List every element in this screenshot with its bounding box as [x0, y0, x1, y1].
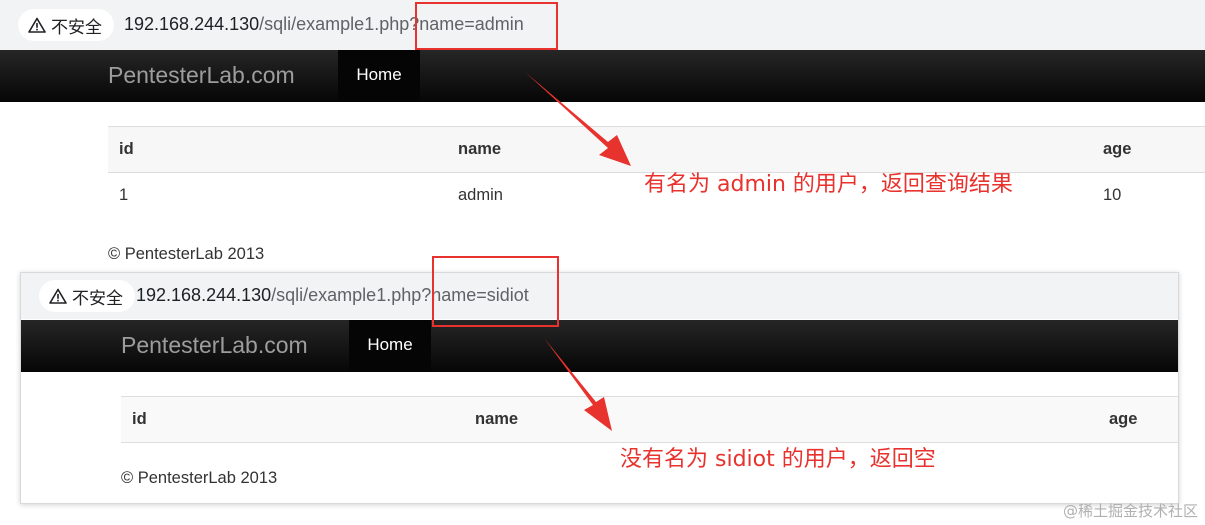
- column-header-id: id: [108, 126, 447, 173]
- address-bar: 不安全 192.168.244.130/sqli/example1.php?na…: [21, 273, 1178, 319]
- table-row: 1 admin 10: [108, 173, 1205, 219]
- arrow-1: [525, 72, 631, 166]
- brand-link[interactable]: PentesterLab.com: [108, 62, 295, 88]
- cell-age: 10: [1103, 186, 1122, 204]
- browser-screenshot-admin: 不安全 192.168.244.130/sqli/example1.php?na…: [0, 0, 1205, 263]
- url-text[interactable]: 192.168.244.130/sqli/example1.php?name=s…: [136, 285, 529, 306]
- warning-icon: [28, 17, 46, 33]
- url-text[interactable]: 192.168.244.130/sqli/example1.php?name=a…: [124, 14, 524, 35]
- url-host: 192.168.244.130: [136, 285, 272, 305]
- annotation-text-2: 没有名为 sidiot 的用户，返回空: [620, 447, 936, 472]
- url-param-highlight-1: [415, 2, 558, 50]
- nav-home-link[interactable]: Home: [349, 320, 431, 372]
- users-table: id name age: [121, 396, 1178, 443]
- cell-id: 1: [119, 186, 129, 204]
- nav-home-link[interactable]: Home: [338, 50, 420, 102]
- url-path: /sqli/example1.php?name=sidiot: [271, 285, 529, 305]
- users-table: id name age 1 admin 10: [108, 126, 1205, 218]
- navbar: PentesterLab.com Home: [21, 320, 1178, 372]
- brand-link[interactable]: PentesterLab.com: [121, 332, 308, 358]
- footer-copyright: © PentesterLab 2013: [121, 469, 278, 487]
- warning-icon: [49, 288, 67, 304]
- url-path: /sqli/example1.php?name=admin: [259, 14, 524, 34]
- column-header-age: age: [1092, 126, 1205, 173]
- security-label: 不安全: [72, 288, 123, 308]
- column-header-age: age: [1098, 396, 1178, 443]
- cell-name: admin: [458, 186, 503, 204]
- security-indicator[interactable]: 不安全: [39, 280, 135, 312]
- arrow-2: [544, 338, 612, 431]
- column-header-id: id: [121, 396, 464, 443]
- address-bar: 不安全 192.168.244.130/sqli/example1.php?na…: [0, 0, 1205, 50]
- watermark: @稀土掘金技术社区: [1062, 502, 1198, 520]
- annotation-text-1: 有名为 admin 的用户，返回查询结果: [644, 172, 1013, 197]
- table-header-row: id name age: [121, 396, 1178, 443]
- footer-copyright: © PentesterLab 2013: [108, 245, 265, 263]
- security-label: 不安全: [51, 17, 102, 37]
- url-param-highlight-2: [432, 256, 559, 327]
- url-host: 192.168.244.130: [124, 14, 260, 34]
- column-header-name: name: [447, 126, 1092, 173]
- column-header-name: name: [464, 396, 1098, 443]
- navbar: PentesterLab.com Home: [0, 50, 1205, 102]
- browser-screenshot-sidiot: 不安全 192.168.244.130/sqli/example1.php?na…: [20, 272, 1179, 504]
- security-indicator[interactable]: 不安全: [18, 9, 114, 41]
- table-header-row: id name age: [108, 126, 1205, 173]
